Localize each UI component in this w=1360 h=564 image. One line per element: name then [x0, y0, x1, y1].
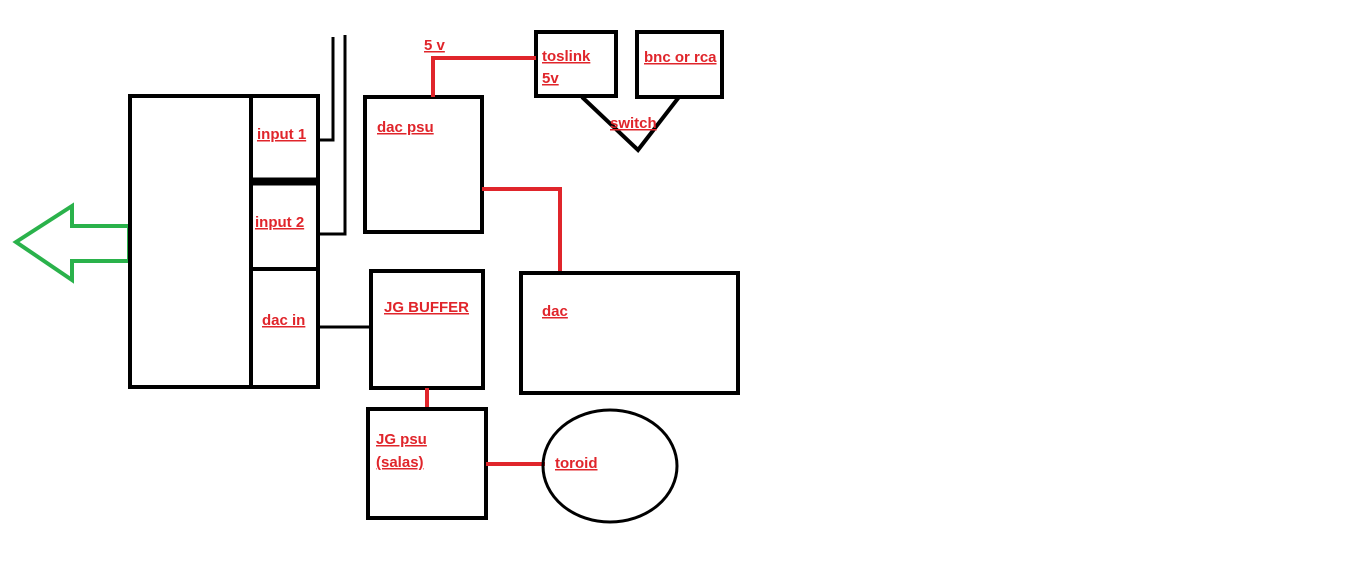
bnc-rca-label: bnc or rca: [644, 49, 717, 66]
switch-label: switch: [610, 115, 657, 132]
output-arrow: [12, 202, 131, 284]
dac-psu-label: dac psu: [377, 119, 434, 136]
toslink-label: toslink: [542, 48, 591, 65]
toroid-circle: [541, 408, 679, 524]
5v-wire: [431, 56, 536, 97]
toslink-voltage-label: 5v: [542, 70, 559, 87]
input2-wire: [318, 35, 347, 236]
input1-label: input 1: [257, 126, 306, 143]
toslink-box: [534, 30, 618, 98]
input2-label: input 2: [255, 214, 304, 231]
jg-psu-salas-label: (salas): [376, 454, 424, 471]
switch-symbol: [580, 95, 681, 153]
dac-box: [519, 271, 740, 395]
dac-in-label: dac in: [262, 312, 305, 329]
toroid-label: toroid: [555, 455, 598, 472]
dac-label: dac: [542, 303, 568, 320]
5v-label: 5 v: [424, 37, 446, 54]
jg-psu-label: JG psu: [376, 431, 427, 448]
dac-power-wire: [482, 187, 562, 273]
bnc-rca-box: [635, 30, 724, 99]
input1-wire: [318, 37, 335, 142]
dac-psu-box: [363, 95, 484, 234]
jg-buffer-label: JG BUFFER: [384, 299, 469, 316]
main-unit-box: [128, 94, 320, 389]
jg-buffer-box: [369, 269, 485, 390]
